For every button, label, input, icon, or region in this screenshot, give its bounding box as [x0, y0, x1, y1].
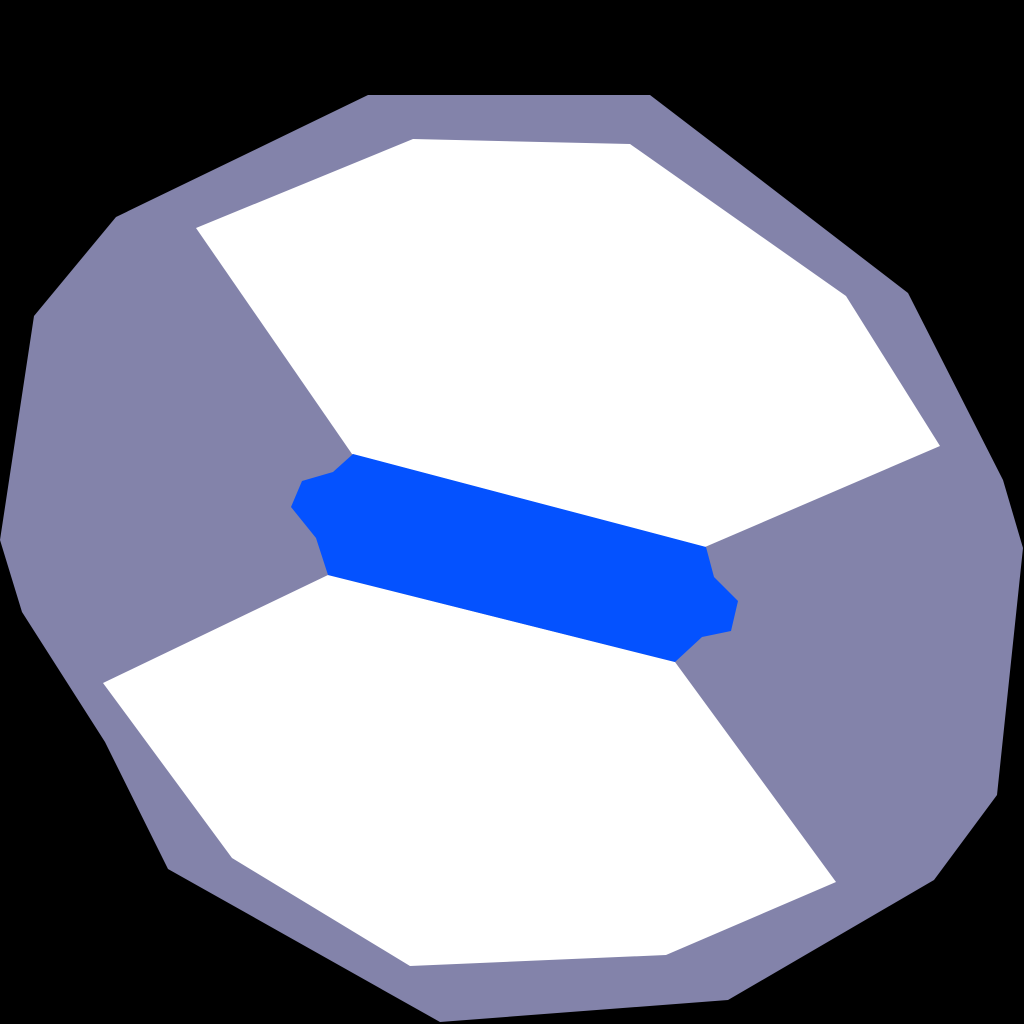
upper-panel	[196, 139, 940, 547]
lower-panel	[103, 575, 836, 966]
center-bar	[291, 454, 738, 662]
